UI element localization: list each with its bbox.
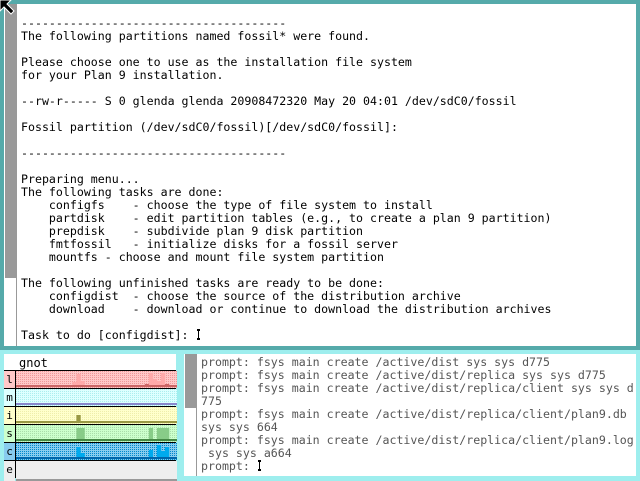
prompt-line[interactable]: prompt: [201,460,634,473]
output-line: sys sys 664 [201,420,278,434]
output-line: The following tasks are done: [21,185,224,199]
graph-sample [156,445,162,459]
graph-sample [76,415,81,423]
console-terminal-window[interactable]: prompt: fsys main create /active/dist sy… [180,350,640,480]
graph-i [16,407,177,424]
graph-sample [76,374,81,387]
graph-sample [156,381,162,387]
graph-baseline [16,385,177,387]
graph-divider [4,370,176,371]
graph-divider [4,442,176,443]
graph-sample [156,428,162,441]
output-line: Fossil partition (/dev/sdC0/fossil)[/dev… [21,120,398,134]
mouse-pointer-icon [0,0,15,15]
graph-sample [164,428,170,441]
scrollbar-thumb[interactable] [5,4,16,278]
output-line: -------------------------------------- [21,146,287,160]
console-output[interactable]: prompt: fsys main create /active/dist sy… [201,356,634,473]
graph-divider [4,460,176,461]
prompt-text: prompt: [201,459,257,473]
machine-name: gnot [19,356,48,370]
output-line: prompt: fsys main create /active/dist sy… [201,355,551,369]
output-line: sys sys a664 [201,446,292,460]
graph-label-m[interactable]: m [4,389,15,406]
output-line: prompt: fsys main create /active/dist/re… [201,381,634,395]
prompt-text: Task to do [configdist]: [21,328,196,342]
graph-sample [72,382,77,387]
graph-label-e[interactable]: e [4,461,15,481]
installer-terminal-window[interactable]: --------------------------------------Th… [0,0,640,350]
label-divider [15,370,16,478]
graph-label-l[interactable]: l [4,371,15,388]
graph-c [16,443,177,460]
output-line: configfs - choose the type of file syste… [21,198,433,212]
output-line: Preparing menu... [21,172,140,186]
graph-m [16,389,177,406]
graph-baseline [16,457,177,459]
output-line: prepdisk - subdivide plan 9 disk partiti… [21,224,364,238]
graph-sample [160,428,166,441]
graph-sample [148,450,154,459]
output-line: partdisk - edit partition tables (e.g., … [21,211,552,225]
text-cursor-icon [196,329,201,340]
graph-label-i[interactable]: i [4,407,15,424]
output-line: for your Plan 9 installation. [21,68,224,82]
graph-label-c[interactable]: c [4,443,15,460]
graph-sample [160,451,166,459]
output-line: 775 [201,394,222,408]
output-line: --rw-r----- S 0 glenda glenda 2090847232… [21,94,517,108]
output-line: -------------------------------------- [21,16,287,30]
graph-sample [148,373,154,387]
output-line: prompt: fsys main create /active/dist/re… [201,407,627,421]
graph-label-s[interactable]: s [4,425,15,442]
output-line: The following unfinished tasks are ready… [21,276,384,290]
graph-sample [164,447,170,459]
graph-sample [76,428,81,441]
output-line: fmtfossil - initialize disks for a fossi… [21,237,398,251]
scrollbar[interactable] [185,354,197,476]
output-line: mountfs - choose and mount file system p… [21,250,384,264]
graph-baseline [16,421,177,423]
graph-sample [148,428,154,441]
graph-sample [152,379,158,387]
text-cursor-icon [257,460,262,471]
graph-l [16,371,177,388]
prompt-line[interactable]: Task to do [configdist]: [21,329,551,342]
graph-s [16,425,177,442]
graph-e [16,461,177,481]
graph-sample [76,447,81,459]
scrollbar-thumb[interactable] [185,354,196,408]
scrollbar[interactable] [5,4,17,346]
graph-baseline [16,439,177,441]
output-line: download - download or continue to downl… [21,302,552,316]
output-line: configdist - choose the source of the di… [21,289,461,303]
graph-divider [4,388,176,389]
graph-divider [4,406,176,407]
graph-sample [80,453,85,459]
graph-sample [80,381,85,387]
graph-sample [80,428,85,441]
graph-sample [160,373,166,387]
output-line: prompt: fsys main create /active/dist/re… [201,433,634,447]
graph-baseline [16,403,177,405]
terminal-output[interactable]: --------------------------------------Th… [21,4,551,342]
graph-divider [4,424,176,425]
output-line: The following partitions named fossil* w… [21,29,371,43]
output-line: Please choose one to use as the installa… [21,55,412,69]
output-line: prompt: fsys main create /active/dist/re… [201,368,606,382]
